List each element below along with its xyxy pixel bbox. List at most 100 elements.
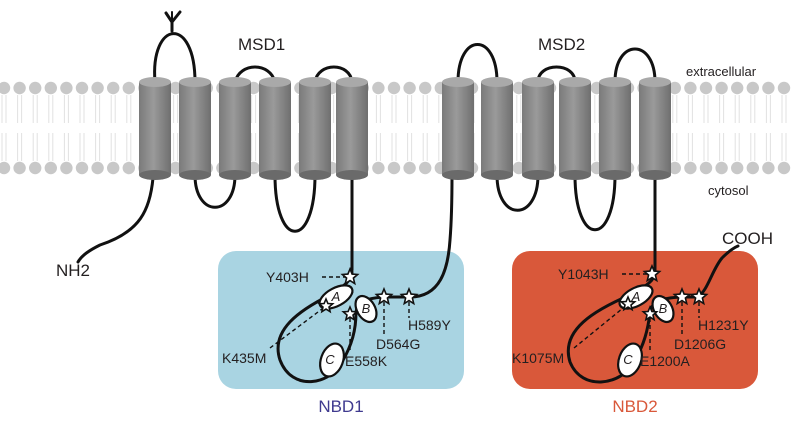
- lipid-tail: [594, 95, 600, 161]
- lipid-head-inner: [403, 161, 416, 175]
- star-k435m: [317, 296, 335, 314]
- lipid-head-outer: [419, 81, 432, 95]
- msd2-loop-ext-1: [456, 43, 499, 84]
- nbd2-subdomain-c: [617, 342, 643, 378]
- helix-body: [442, 82, 474, 175]
- nbd1-subdomain-a-label: A: [331, 289, 341, 304]
- c-terminus-label: COOH: [722, 229, 773, 248]
- c-terminal-tail: [696, 244, 740, 299]
- star-e558k: [341, 304, 359, 322]
- star-e1200a: [641, 304, 659, 322]
- helix-bottom: [219, 170, 251, 180]
- mutation-star-markers: [317, 263, 709, 322]
- star-k1075m: [619, 294, 637, 312]
- mutation-h1231y: H1231Y: [698, 317, 749, 333]
- n-terminal-tail: [76, 176, 155, 264]
- transmembrane-helices: [139, 77, 671, 180]
- lipid-head-outer: [91, 81, 104, 95]
- mutation-k435m: K435M: [222, 350, 266, 366]
- lipid-tail: [422, 95, 428, 161]
- lipid-head-inner: [715, 161, 728, 175]
- helix-body: [299, 82, 331, 175]
- lipid-head-inner: [512, 161, 525, 175]
- lipid-tail: [734, 95, 740, 161]
- lipid-head-inner: [13, 161, 26, 175]
- nbd2-subdomain-b-label: B: [659, 301, 668, 316]
- lipid-head-outer: [668, 81, 681, 95]
- lipid-tail: [17, 95, 23, 161]
- lipid-tail: [687, 95, 693, 161]
- lipid-head-inner: [60, 161, 73, 175]
- lipid-head-outer: [372, 81, 385, 95]
- helix-top: [179, 77, 211, 87]
- lipid-head-outer: [684, 81, 697, 95]
- helix-bottom: [599, 170, 631, 180]
- helix-top: [259, 77, 291, 87]
- helix-tm11: [599, 77, 631, 180]
- helix-top: [559, 77, 591, 87]
- mutation-y403h: Y403H: [266, 269, 309, 285]
- helix-tm6: [336, 77, 368, 180]
- helix-top: [481, 77, 513, 87]
- nbd1-subdomain-c-label: C: [325, 352, 335, 367]
- lipid-head-outer: [29, 81, 42, 95]
- lipid-tail: [750, 95, 756, 161]
- helix-bottom: [179, 170, 211, 180]
- helix-bottom: [139, 170, 171, 180]
- extracellular-label: extracellular: [686, 64, 757, 79]
- lipid-head-inner: [777, 161, 791, 175]
- mutation-y1043h: Y1043H: [558, 266, 609, 282]
- lipid-head-outer: [762, 81, 775, 95]
- nbd2-subdomain-c-label: C: [623, 352, 633, 367]
- mutation-k1075m: K1075M: [512, 350, 564, 366]
- lipid-tail: [765, 95, 771, 161]
- helix-top: [139, 77, 171, 87]
- helix-bottom: [481, 170, 513, 180]
- helix-tm9: [522, 77, 554, 180]
- nbd2-label: NBD2: [612, 397, 657, 416]
- lipid-tail: [110, 95, 116, 161]
- helix-tm2: [179, 77, 211, 180]
- nbd1-subdomain-b-label: B: [362, 301, 371, 316]
- helix-top: [336, 77, 368, 87]
- lipid-head-inner: [668, 161, 681, 175]
- nbd1-subdomain-b: [354, 294, 378, 324]
- lipid-head-outer: [387, 81, 401, 95]
- lipid-tail: [63, 95, 69, 161]
- star-d564g: [374, 286, 394, 306]
- star-d1206g: [672, 286, 692, 306]
- leader-k435m: [269, 305, 327, 349]
- lipid-head-inner: [75, 161, 89, 175]
- msd2-loop-cyt-1: [495, 173, 540, 212]
- leader-k1075m: [573, 303, 629, 349]
- msd1-loop-cyt-2: [273, 173, 317, 233]
- star-h589y: [399, 286, 419, 306]
- lipid-head-inner: [731, 161, 744, 175]
- helix-body: [639, 82, 671, 175]
- lipid-head-outer: [44, 81, 57, 95]
- lipid-head-inner: [372, 161, 385, 175]
- mutation-e1200a: E1200A: [640, 353, 690, 369]
- lipid-head-inner: [0, 161, 11, 175]
- lipid-head-inner: [387, 161, 401, 175]
- lipid-head-outer: [107, 81, 120, 95]
- lipid-head-outer: [13, 81, 26, 95]
- lipid-head-outer: [746, 81, 759, 95]
- lipid-head-outer: [75, 81, 89, 95]
- lipid-tail: [407, 95, 413, 161]
- helix-body: [481, 82, 513, 175]
- lipid-head-outer: [699, 81, 713, 95]
- lipid-head-outer: [731, 81, 744, 95]
- linker-region: [408, 173, 454, 299]
- nbd2-box: [512, 251, 758, 389]
- helix-bottom: [299, 170, 331, 180]
- lipid-head-outer: [512, 81, 525, 95]
- helix-top: [599, 77, 631, 87]
- helix-body: [179, 82, 211, 175]
- lipid-bilayer: [0, 81, 791, 175]
- lipid-tail: [32, 95, 38, 161]
- lipid-head-inner: [746, 161, 759, 175]
- lipid-head-inner: [169, 161, 182, 175]
- lipid-head-inner: [91, 161, 104, 175]
- lipid-tail: [1, 95, 7, 161]
